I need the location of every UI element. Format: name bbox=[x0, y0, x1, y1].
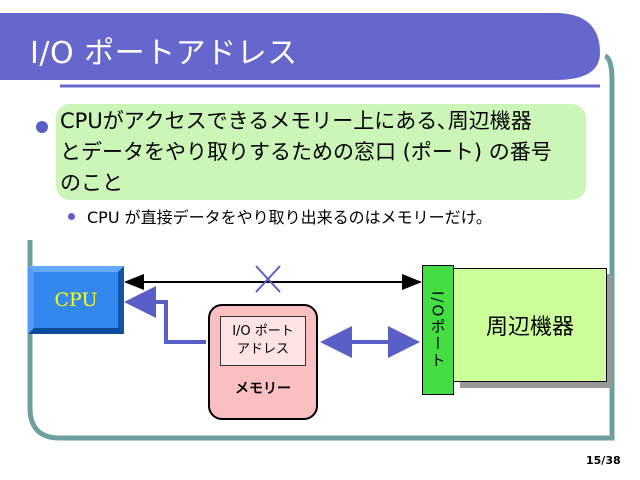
io-address-box: I/O ポート アドレス bbox=[220, 316, 306, 366]
cpu-memory-arrow bbox=[124, 286, 206, 344]
cpu-label: CPU bbox=[54, 289, 98, 311]
definition-line-3: のこと bbox=[60, 171, 123, 195]
io-port-label: I/Oポート bbox=[428, 290, 447, 370]
sub-bullet-dot bbox=[68, 213, 75, 220]
cpu-box: CPU bbox=[28, 266, 124, 334]
sub-bullet-text: CPU が直接データをやり取り出来るのはメモリーだけ。 bbox=[87, 208, 492, 227]
definition-text: CPUがアクセスできるメモリー上にある､周辺機器 とデータをやり取りするための窓… bbox=[60, 106, 590, 199]
cross-mark-line-2 bbox=[255, 265, 281, 293]
title-bar bbox=[0, 13, 600, 80]
definition-highlight bbox=[56, 104, 586, 200]
bullet-dot bbox=[36, 121, 48, 133]
definition-line-2: とデータをやり取りするための窓口 (ポート) の番号 bbox=[60, 140, 552, 164]
definition-line-1: CPUがアクセスできるメモリー上にある､周辺機器 bbox=[60, 109, 532, 133]
memory-label: メモリー bbox=[235, 381, 291, 397]
page-number: 15/38 bbox=[586, 454, 621, 467]
peripheral-device-box: 周辺機器 bbox=[453, 268, 607, 382]
io-address-line-2: アドレス bbox=[236, 342, 289, 357]
io-port-box: I/Oポート bbox=[422, 265, 454, 395]
device-label: 周辺機器 bbox=[485, 315, 574, 340]
frame-line bbox=[27, 53, 615, 441]
slide-title: I/O ポートアドレス bbox=[30, 36, 298, 71]
io-address-line-1: I/O ポート bbox=[232, 324, 294, 339]
